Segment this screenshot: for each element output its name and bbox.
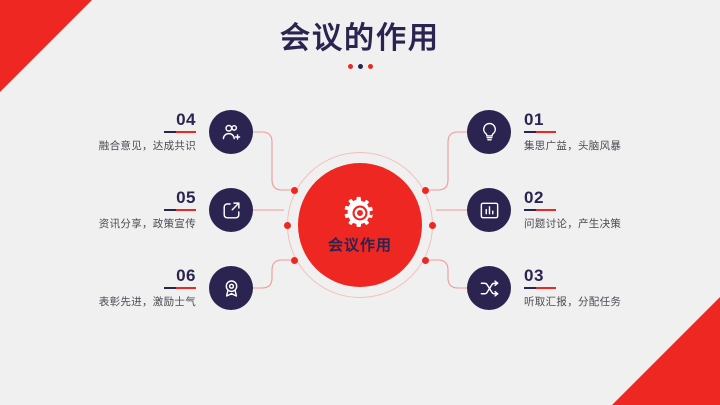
decorative-dot-right xyxy=(367,63,373,69)
bar-chart-board-icon xyxy=(480,202,498,218)
feature-item-06[interactable]: 06 表彰先进，激励士气 xyxy=(99,266,253,310)
ring-dot-lower-left xyxy=(291,257,298,264)
shuffle-icon xyxy=(480,279,498,297)
feature-texts-06: 06 表彰先进，激励士气 xyxy=(99,267,196,309)
feature-item-05[interactable]: 05 资讯分享，政策宣传 xyxy=(99,188,253,232)
feature-texts-02: 02 问题讨论，产生决策 xyxy=(524,189,621,231)
feature-badge-04[interactable] xyxy=(209,110,253,154)
page-title: 会议的作用 xyxy=(280,22,440,55)
top-left-red-triangle xyxy=(0,0,92,92)
feature-desc-05: 资讯分享，政策宣传 xyxy=(98,217,196,230)
feature-rule-02 xyxy=(524,208,556,211)
feature-badge-05[interactable] xyxy=(209,188,253,232)
ring-dot-middle-right xyxy=(429,222,436,229)
feature-desc-06: 表彰先进，激励士气 xyxy=(98,295,196,308)
gear-icon xyxy=(344,196,373,227)
title-block: 会议的作用 xyxy=(0,22,720,69)
external-link-icon xyxy=(222,201,240,219)
feature-rule-04 xyxy=(164,130,196,133)
feature-number-06: 06 xyxy=(176,266,196,286)
award-medal-icon xyxy=(225,279,237,297)
feature-badge-02[interactable] xyxy=(467,188,511,232)
feature-number-03: 03 xyxy=(524,266,544,286)
feature-rule-03 xyxy=(524,286,556,289)
feature-item-03[interactable]: 03 听取汇报，分配任务 xyxy=(467,266,621,310)
feature-texts-05: 05 资讯分享，政策宣传 xyxy=(99,189,196,231)
feature-texts-03: 03 听取汇报，分配任务 xyxy=(524,267,621,309)
ring-dot-lower-right xyxy=(422,257,429,264)
feature-item-04[interactable]: 04 融合意见，达成共识 xyxy=(99,110,253,154)
add-user-group-icon xyxy=(222,124,240,140)
feature-item-02[interactable]: 02 问题讨论，产生决策 xyxy=(467,188,621,232)
ring-dot-middle-left xyxy=(284,222,291,229)
feature-rule-05 xyxy=(164,208,196,211)
decorative-dot-left xyxy=(347,63,353,69)
ring-dot-upper-right xyxy=(422,187,429,194)
feature-texts-01: 01 集思广益，头脑风暴 xyxy=(524,111,621,153)
bottom-right-red-triangle xyxy=(612,297,720,405)
feature-rule-01 xyxy=(524,130,556,133)
feature-number-04: 04 xyxy=(176,110,196,130)
lightbulb-icon xyxy=(482,122,496,141)
hub-label: 会议作用 xyxy=(327,236,392,254)
feature-badge-01[interactable] xyxy=(467,110,511,154)
feature-badge-06[interactable] xyxy=(209,266,253,310)
feature-item-01[interactable]: 01 集思广益，头脑风暴 xyxy=(467,110,621,154)
feature-desc-03: 听取汇报，分配任务 xyxy=(524,295,622,308)
feature-number-01: 01 xyxy=(524,110,544,130)
hub-circle[interactable]: 会议作用 xyxy=(298,163,422,287)
decorative-dot-center xyxy=(357,63,363,69)
title-dot-decoration xyxy=(0,63,720,69)
feature-desc-04: 融合意见，达成共识 xyxy=(98,139,196,152)
feature-desc-02: 问题讨论，产生决策 xyxy=(524,217,622,230)
feature-number-02: 02 xyxy=(524,188,544,208)
feature-badge-03[interactable] xyxy=(467,266,511,310)
feature-number-05: 05 xyxy=(176,188,196,208)
feature-desc-01: 集思广益，头脑风暴 xyxy=(524,139,622,152)
feature-rule-06 xyxy=(164,286,196,289)
feature-texts-04: 04 融合意见，达成共识 xyxy=(99,111,196,153)
ring-dot-upper-left xyxy=(291,187,298,194)
